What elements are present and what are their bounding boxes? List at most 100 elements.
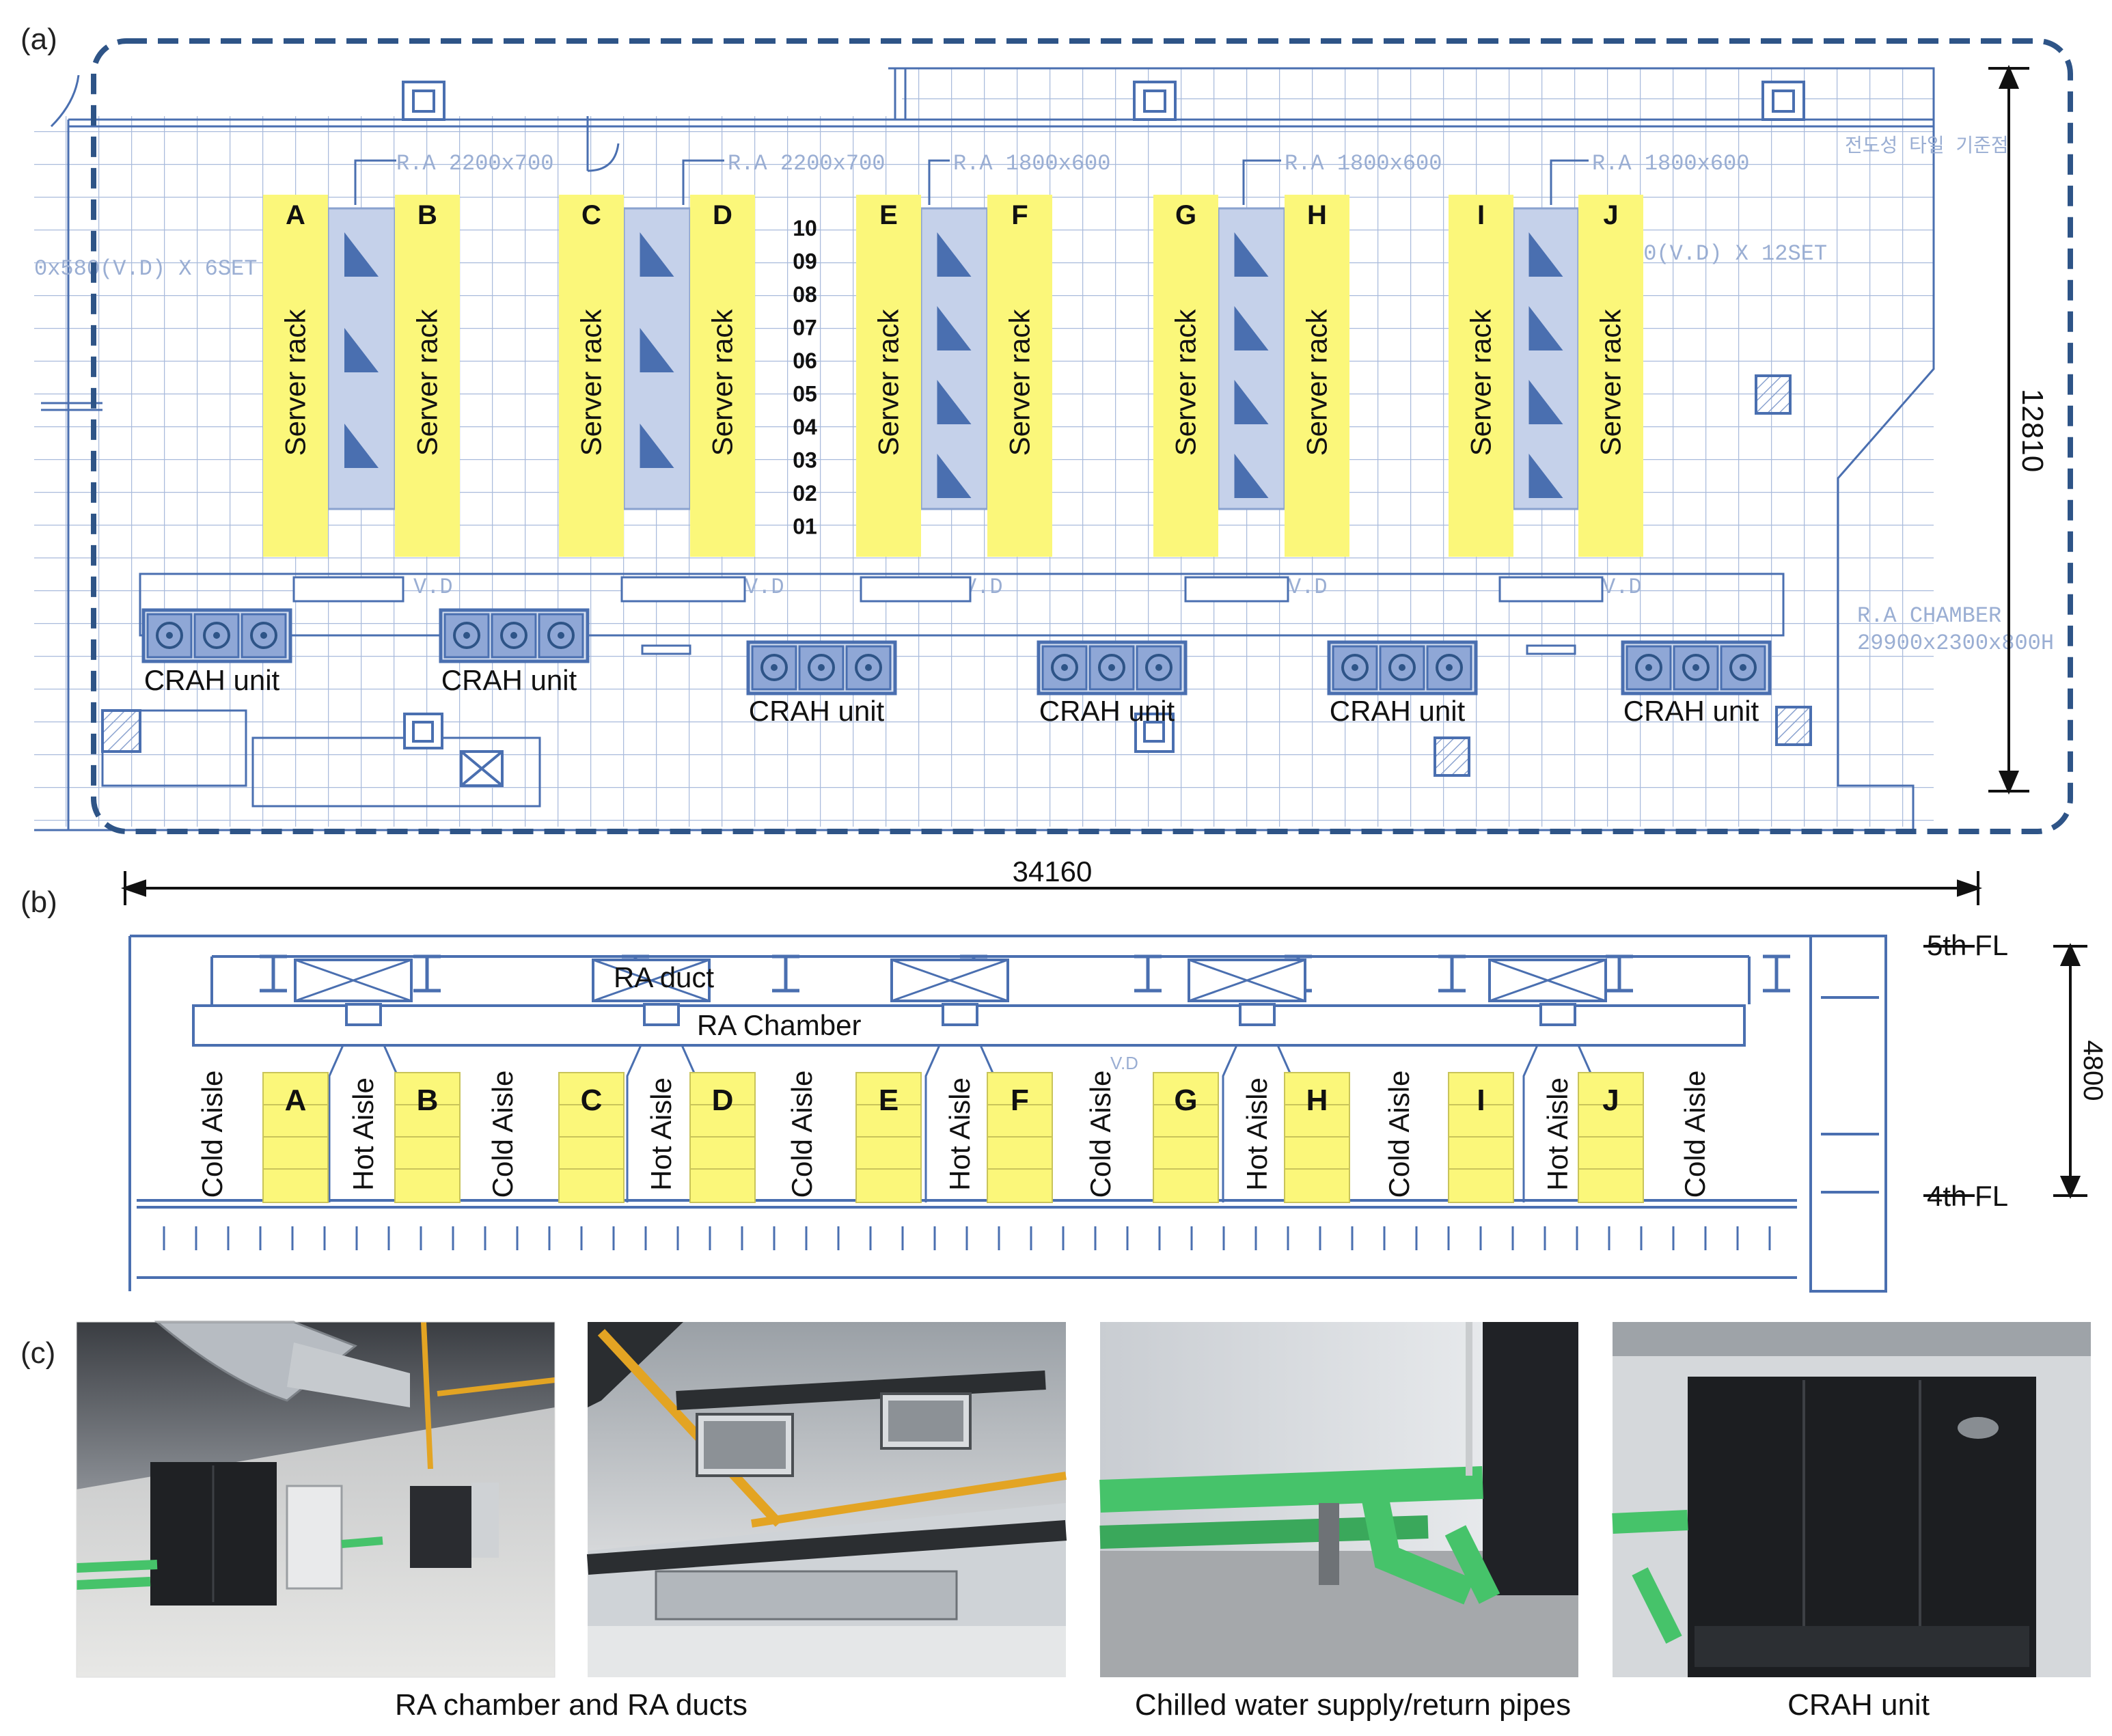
server-rack [690, 195, 755, 557]
ra-duct-cross [891, 959, 1009, 1002]
row-number: 05 [793, 382, 817, 407]
section-rack-letter: C [581, 1084, 603, 1117]
fan-icon [1388, 654, 1416, 681]
fan-hub-icon [1352, 664, 1358, 671]
fan-hub-icon [166, 632, 173, 639]
vent-diffuser-icon [1234, 454, 1269, 498]
hot-aisle-label: Hot Aisle [1241, 1077, 1273, 1191]
fan-hub-icon [1692, 664, 1699, 671]
fan-hub-icon [818, 664, 825, 671]
duct-damper [942, 1003, 978, 1026]
rack-letter: J [1603, 200, 1618, 230]
server-rack-label: Server rack [1301, 309, 1333, 456]
fan-icon [500, 622, 527, 649]
fan-icon [1051, 654, 1078, 681]
crah-unit-label: CRAH unit [1623, 695, 1759, 727]
vent-diffuser-icon [344, 424, 379, 468]
fan-icon [250, 622, 277, 649]
ceiling-beam [260, 954, 287, 993]
photo-ra-chamber [76, 1321, 556, 1678]
crah-unit-label: CRAH unit [1039, 695, 1175, 727]
fan-hub-icon [558, 632, 564, 639]
row-number: 02 [793, 481, 817, 506]
cold-aisle-label: Cold Aisle [786, 1071, 818, 1198]
vd-label-1: V.D [413, 575, 453, 600]
vent-diffuser-icon [1528, 306, 1563, 350]
ra-duct-label-3: R.A 1800x600 [953, 151, 1110, 176]
cold-aisle-label: Cold Aisle [1383, 1071, 1415, 1198]
fan-icon [156, 622, 183, 649]
fan-icon [1729, 654, 1757, 681]
row-number: 10 [793, 216, 817, 240]
vent-diffuser-icon [640, 232, 674, 277]
duct-damper [345, 1003, 382, 1026]
plan-view-panel: (a) [20, 23, 2073, 905]
vent-diffuser-icon [640, 424, 674, 468]
photo-caption-2: Chilled water supply/return pipes [1135, 1688, 1571, 1722]
row-number: 08 [793, 282, 817, 307]
duct-damper [1539, 1003, 1576, 1026]
server-rack [987, 195, 1052, 557]
ra-chamber-size: 29900x2300x800H [1857, 631, 2054, 656]
row-number: 07 [793, 316, 817, 340]
panel-label-c: (c) [20, 1336, 55, 1370]
ceiling-beam [1606, 954, 1633, 993]
crah-unit-label: CRAH unit [1330, 695, 1466, 727]
duct-damper [1239, 1003, 1276, 1026]
fan-icon [1436, 654, 1463, 681]
section-structure [128, 935, 1887, 1293]
server-rack [559, 195, 624, 557]
cold-aisle-label: Cold Aisle [1084, 1071, 1116, 1198]
floor-5-label: 5th FL [1927, 929, 2008, 961]
rack-letter: B [417, 200, 437, 230]
ceiling-beam [1763, 954, 1790, 993]
crah-unit-label: CRAH unit [144, 664, 280, 696]
section-rack-letter: J [1602, 1084, 1619, 1117]
photo-chilled-water-pipes [1099, 1322, 1578, 1677]
fan-hub-icon [1108, 664, 1115, 671]
ceiling-beam [1134, 954, 1162, 993]
width-dimension [120, 871, 1983, 905]
height-dimension-label: 12810 [2016, 389, 2049, 472]
vent-diffuser-icon [937, 232, 972, 277]
server-rack-label: Server rack [575, 309, 607, 456]
ra-duct-label-5: R.A 1800x600 [1592, 151, 1749, 176]
return-grilles [292, 576, 1604, 655]
ra-duct-label-2: R.A 2200x700 [728, 151, 885, 176]
section-rack-letter: I [1477, 1084, 1485, 1117]
raised-floor-pedestals [163, 1226, 1771, 1250]
floor-dimension [1923, 943, 2087, 1199]
vent-diffuser-icon [344, 232, 379, 277]
ra-duct-group [294, 959, 1607, 1002]
row-number: 06 [793, 348, 817, 373]
plan-dashed-frame [91, 38, 2073, 834]
ceiling-beam [1438, 954, 1466, 993]
rack-letter: F [1011, 200, 1028, 230]
server-rack [395, 195, 460, 557]
vent-diffuser-icon [640, 328, 674, 372]
width-dimension-label: 34160 [1013, 855, 1093, 887]
server-rack-label: Server rack [1004, 309, 1036, 456]
rack-letter: C [581, 200, 601, 230]
fan-icon [1341, 654, 1369, 681]
ra-duct-cross [1188, 959, 1306, 1002]
section-rack-letter: F [1011, 1084, 1029, 1117]
ra-duct-cross [592, 959, 710, 1002]
vent-diffuser-icon [1234, 306, 1269, 350]
server-rack-label: Server rack [1465, 309, 1497, 456]
fan-hub-icon [1740, 664, 1746, 671]
hot-aisle-box [1512, 207, 1580, 510]
section-ra-chamber-label: RA Chamber [697, 1009, 861, 1041]
fan-icon [760, 654, 788, 681]
fan-hub-icon [260, 632, 267, 639]
duct-leaders [354, 159, 1589, 205]
server-rack [856, 195, 921, 557]
fan-icon [1098, 654, 1125, 681]
ra-duct-label-4: R.A 1800x600 [1285, 151, 1442, 176]
fan-hub-icon [771, 664, 778, 671]
section-rack-letter: H [1306, 1084, 1328, 1117]
hot-aisle-box [920, 207, 989, 510]
vd-label-5: V.D [1602, 575, 1642, 600]
